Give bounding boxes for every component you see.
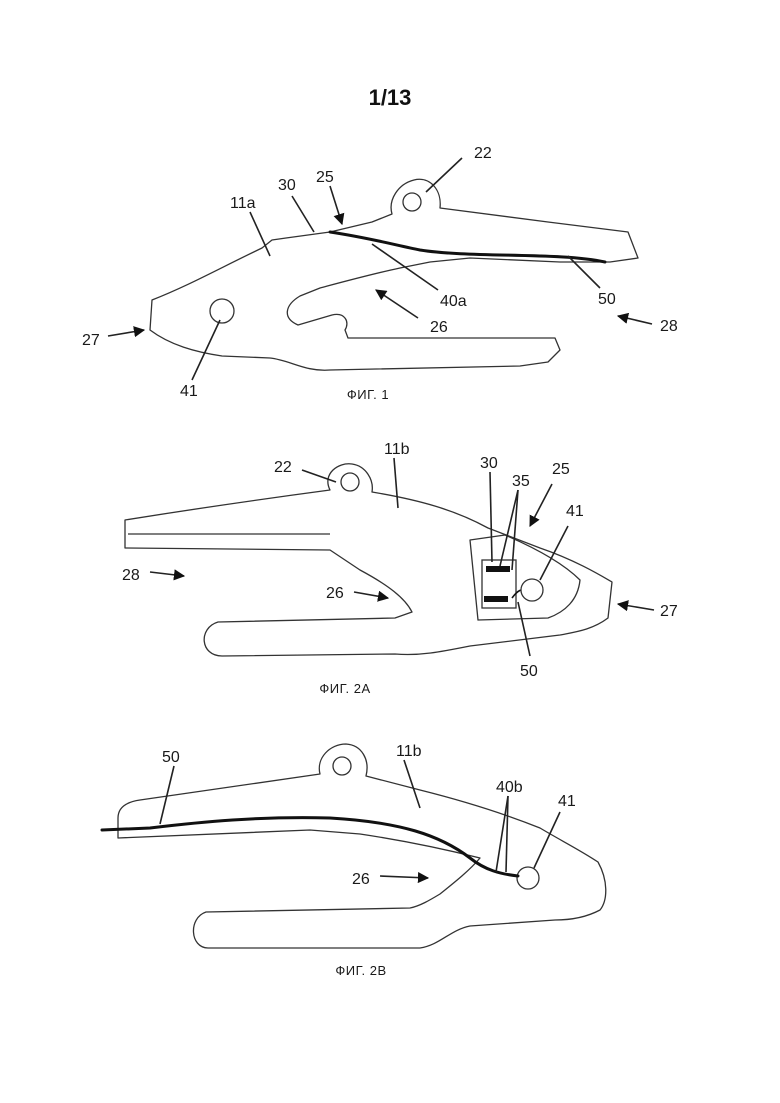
fig1-hole-41 xyxy=(210,299,234,323)
fig1-label-25: 25 xyxy=(316,169,334,186)
fig2a-label-30: 30 xyxy=(480,455,498,472)
fig2b-label-40b: 40b xyxy=(496,779,523,796)
fig2b-hole-41 xyxy=(517,867,539,889)
fig2a-leader-28 xyxy=(150,572,184,576)
fig2a-leader-27 xyxy=(618,604,654,610)
fig2a-hole-41 xyxy=(521,579,543,601)
figure-2b: 50 11b 40b 41 26 ФИГ. 2В xyxy=(102,743,606,978)
fig1-label-40a: 40a xyxy=(440,293,467,310)
fig2a-label-11b: 11b xyxy=(384,441,410,458)
fig1-leader-30 xyxy=(292,196,314,232)
fig2b-leader-11b xyxy=(404,760,420,808)
fig2a-label-50: 50 xyxy=(520,663,538,680)
fig1-leader-28 xyxy=(618,316,652,324)
fig2b-wire-50 xyxy=(102,818,518,876)
fig1-label-26: 26 xyxy=(430,319,448,336)
fig2b-caption: ФИГ. 2В xyxy=(335,963,386,978)
fig1-label-41: 41 xyxy=(180,383,198,400)
fig2b-leader-41 xyxy=(534,812,560,868)
figure-1: 22 30 25 11a 40a 50 26 27 28 41 ФИГ. 1 xyxy=(82,145,678,402)
fig2a-leader-50 xyxy=(518,602,530,656)
fig1-tooth-section xyxy=(150,179,638,370)
fig2b-label-11b: 11b xyxy=(396,743,422,760)
fig2a-tooth-body xyxy=(125,464,612,656)
fig2a-leader-41 xyxy=(540,526,568,580)
fig2a-label-28: 28 xyxy=(122,567,140,584)
fig2a-label-22: 22 xyxy=(274,459,292,476)
fig1-label-11a: 11a xyxy=(230,195,256,212)
fig2b-leader-26 xyxy=(380,876,428,878)
fig2a-leader-25 xyxy=(530,484,552,526)
fig1-leader-27 xyxy=(108,330,144,336)
fig2a-contact-bottom xyxy=(484,596,508,602)
fig2b-label-26: 26 xyxy=(352,871,370,888)
fig1-caption: ФИГ. 1 xyxy=(347,387,389,402)
fig1-hole-22 xyxy=(403,193,421,211)
fig1-wire-50 xyxy=(330,232,605,262)
fig1-label-30: 30 xyxy=(278,177,296,194)
fig2a-label-25: 25 xyxy=(552,461,570,478)
figure-2a: 22 11b 30 35 25 41 28 26 27 50 ФИГ. 2А xyxy=(122,441,678,696)
fig2a-label-26: 26 xyxy=(326,585,344,602)
fig2a-leader-30 xyxy=(490,472,492,562)
fig2a-caption: ФИГ. 2А xyxy=(319,681,370,696)
fig2a-contact-top xyxy=(486,566,510,572)
fig2a-hole-22 xyxy=(341,473,359,491)
fig2b-label-41: 41 xyxy=(558,793,576,810)
fig2a-leader-11b xyxy=(394,458,398,508)
fig1-label-27: 27 xyxy=(82,332,100,349)
fig2a-pocket xyxy=(470,535,580,620)
fig1-label-28: 28 xyxy=(660,318,678,335)
page-number: 1/13 xyxy=(369,85,412,110)
fig1-leader-22 xyxy=(426,158,462,192)
fig2a-label-41: 41 xyxy=(566,503,584,520)
fig1-label-22: 22 xyxy=(474,145,492,162)
fig2a-leader-26 xyxy=(354,592,388,598)
fig1-label-50: 50 xyxy=(598,291,616,308)
fig1-leader-25 xyxy=(330,186,342,224)
fig1-leader-26 xyxy=(376,290,418,318)
fig2a-label-27: 27 xyxy=(660,603,678,620)
fig2a-label-35: 35 xyxy=(512,473,530,490)
fig2b-tooth-section xyxy=(118,744,606,948)
fig2b-label-50: 50 xyxy=(162,749,180,766)
fig2b-hole-22 xyxy=(333,757,351,775)
fig1-leader-41 xyxy=(192,320,220,380)
